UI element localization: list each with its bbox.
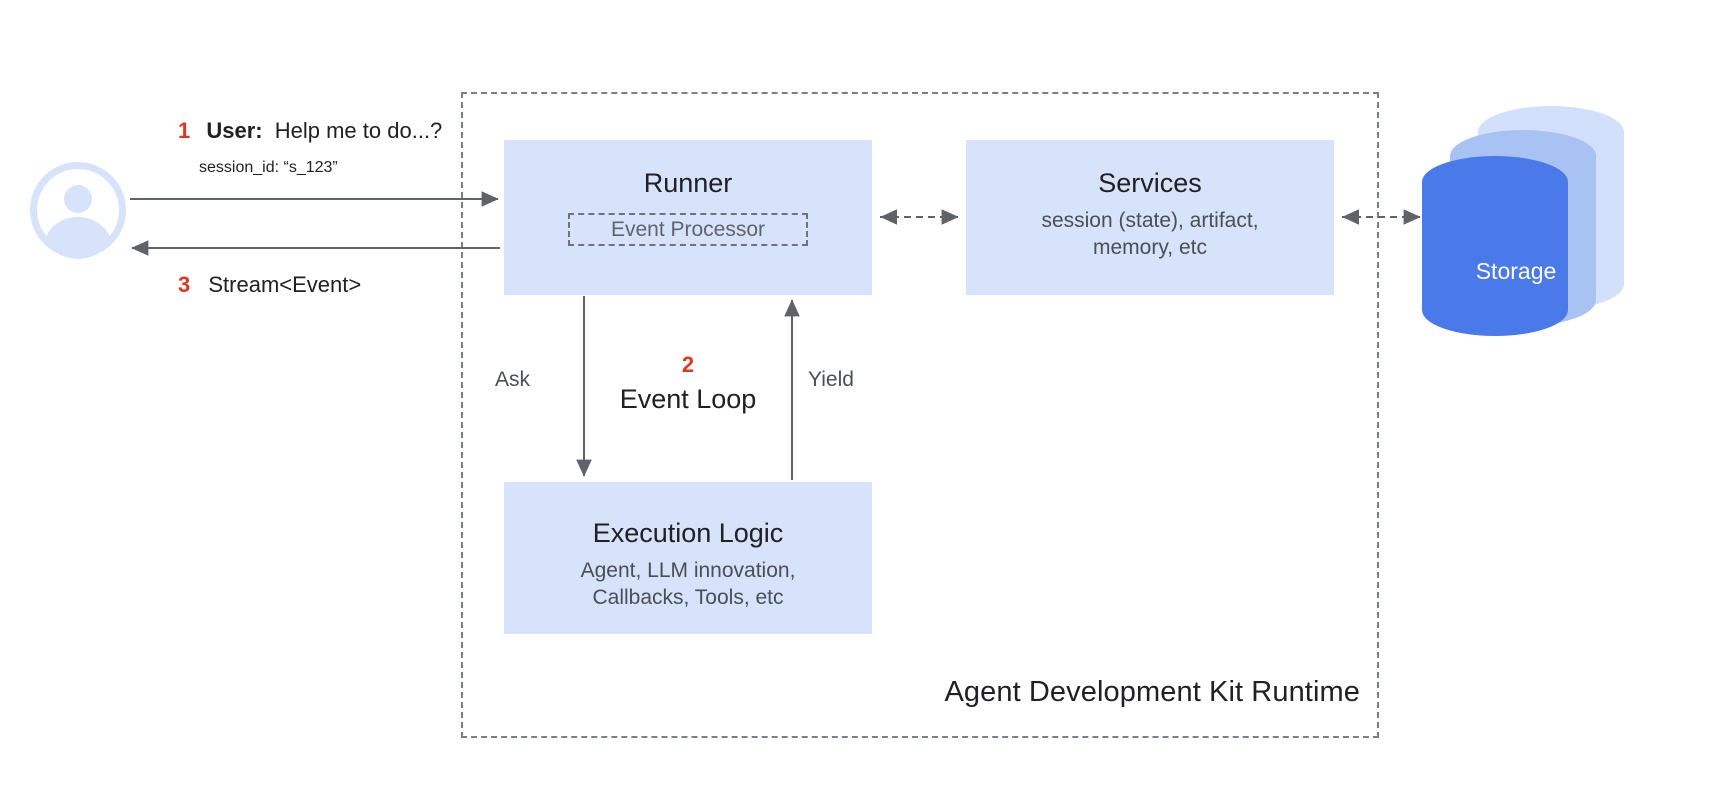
execution-logic-subtitle: Agent, LLM innovation, Callbacks, Tools,… xyxy=(580,559,796,610)
runner-block[interactable]: Runner Event Processor xyxy=(504,140,872,295)
ask-label: Ask xyxy=(495,368,531,391)
callout-number-3: 3 xyxy=(178,272,191,297)
event-processor-label: Event Processor xyxy=(610,217,766,241)
execution-logic-title: Execution Logic xyxy=(592,518,784,548)
callout-stream-text: Stream<Event> xyxy=(208,272,362,297)
services-block[interactable]: Services session (state), artifact, memo… xyxy=(966,140,1334,295)
services-title: Services xyxy=(1098,168,1202,198)
stream-response-callout: 3 Stream<Event> xyxy=(178,272,361,298)
event-loop-number: 2 xyxy=(681,352,695,377)
user-avatar-icon xyxy=(30,162,126,259)
runtime-boundary xyxy=(461,92,1379,738)
callout-user-message: Help me to do...? xyxy=(274,118,443,143)
user-request-callout: 1 User: Help me to do...? xyxy=(178,118,442,144)
yield-label: Yield xyxy=(808,368,854,391)
event-processor-box[interactable]: Event Processor xyxy=(568,213,808,247)
callout-user-label: User: xyxy=(206,118,263,143)
execution-logic-block[interactable]: Execution Logic Agent, LLM innovation, C… xyxy=(504,482,872,634)
runner-title: Runner xyxy=(643,168,733,198)
callout-number-1: 1 xyxy=(178,118,191,143)
services-subtitle: session (state), artifact, memory, etc xyxy=(1041,209,1259,260)
event-loop-title: Event Loop xyxy=(619,384,757,414)
session-id-text: session_id: “s_123” xyxy=(199,159,338,176)
storage-cylinder-icon[interactable] xyxy=(1412,96,1684,336)
runtime-title: Agent Development Kit Runtime xyxy=(944,676,1360,708)
